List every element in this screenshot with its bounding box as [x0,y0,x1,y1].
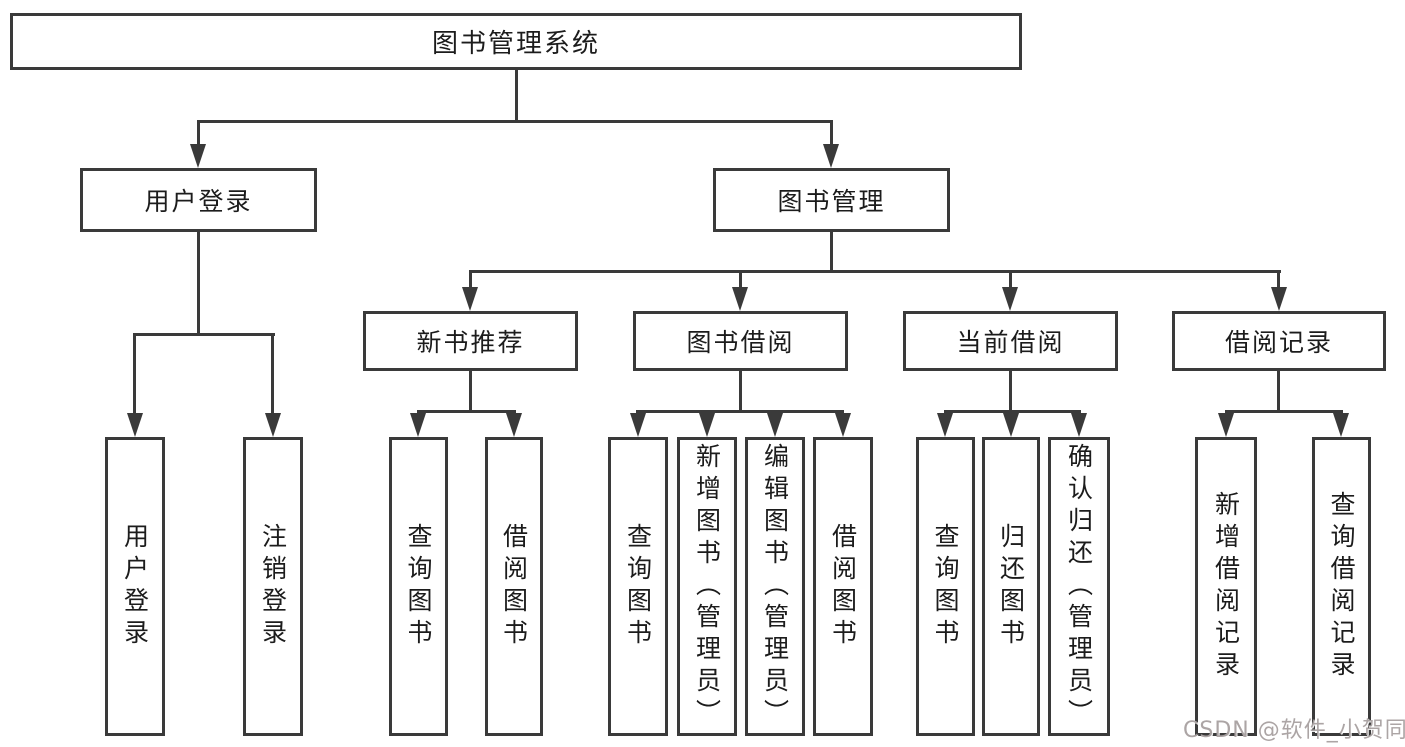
connector-line [197,120,200,148]
arrow-down-icon [1333,413,1349,437]
connector-line [417,410,516,413]
connector-line [636,410,844,413]
node-label: 图书管理 [777,187,886,216]
arrow-down-icon [1218,413,1234,437]
leaf-label: 注销登录 [258,522,288,651]
node-label: 新书推荐 [416,328,525,357]
node-label: 用户登录 [144,187,253,216]
connector-line [739,270,742,290]
leaf-return-books: 归还图书 [982,437,1040,736]
connector-line [469,371,472,412]
leaf-query-borrow-record: 查询借阅记录 [1312,437,1371,736]
connector-line [1277,270,1280,290]
node-label: 图书管理系统 [431,29,600,59]
leaf-query-books-current: 查询图书 [916,437,975,736]
arrow-down-icon [1071,413,1087,437]
node-book-borrowing: 图书借阅 [633,311,848,371]
arrow-down-icon [1002,287,1018,311]
leaf-edit-book-admin: 编辑图书（管理员） [745,437,805,736]
arrow-down-icon [462,287,478,311]
leaf-label: 编辑图书（管理员） [760,442,790,731]
arrow-down-icon [265,413,281,437]
arrow-down-icon [1003,413,1019,437]
leaf-label: 借阅图书 [828,522,858,651]
node-label: 图书借阅 [686,328,795,357]
leaf-label: 归还图书 [996,522,1026,651]
leaf-confirm-return-admin: 确认归还（管理员） [1048,437,1110,736]
connector-line [830,232,833,272]
node-user-login: 用户登录 [80,168,317,232]
connector-line [271,333,274,415]
leaf-label: 查询图书 [623,522,653,651]
connector-line [1009,371,1012,412]
leaf-label: 确认归还（管理员） [1064,442,1094,731]
leaf-add-book-admin: 新增图书（管理员） [677,437,737,736]
arrow-down-icon [410,413,426,437]
connector-line [830,120,833,148]
node-book-management: 图书管理 [713,168,950,232]
connector-line [1277,371,1280,412]
leaf-label: 借阅图书 [499,522,529,651]
node-root-system: 图书管理系统 [10,13,1022,70]
connector-line [515,70,518,120]
leaf-label: 新增借阅记录 [1211,490,1241,683]
connector-line [197,232,200,335]
node-label: 借阅记录 [1224,328,1333,357]
connector-line [1225,410,1343,413]
arrow-down-icon [767,413,783,437]
arrow-down-icon [630,413,646,437]
leaf-user-login: 用户登录 [105,437,165,736]
leaf-label: 用户登录 [120,522,150,651]
arrow-down-icon [823,144,839,168]
leaf-borrow-books-newbook: 借阅图书 [485,437,543,736]
leaf-borrow-books-borrow: 借阅图书 [813,437,873,736]
leaf-query-books-borrow: 查询图书 [608,437,668,736]
node-borrowing-records: 借阅记录 [1172,311,1386,371]
arrow-down-icon [835,413,851,437]
leaf-query-books-newbook: 查询图书 [389,437,448,736]
node-current-borrowing: 当前借阅 [903,311,1118,371]
arrow-down-icon [1271,287,1287,311]
leaf-label: 新增图书（管理员） [692,442,722,731]
leaf-label: 查询借阅记录 [1327,490,1356,683]
arrow-down-icon [127,413,143,437]
connector-line [1009,270,1012,290]
leaf-label: 查询图书 [931,522,960,651]
arrow-down-icon [937,413,953,437]
connector-line [739,371,742,412]
arrow-down-icon [190,144,206,168]
leaf-logout-login: 注销登录 [243,437,303,736]
connector-line [469,270,1281,273]
connector-line [133,333,136,415]
leaf-add-borrow-record: 新增借阅记录 [1195,437,1257,736]
leaf-label: 查询图书 [404,522,433,651]
connector-line [133,333,275,336]
arrow-down-icon [732,287,748,311]
arrow-down-icon [699,413,715,437]
connector-line [469,270,472,290]
connector-line [944,410,1081,413]
node-new-book-recommendation: 新书推荐 [363,311,578,371]
node-label: 当前借阅 [956,328,1065,357]
arrow-down-icon [506,413,522,437]
watermark: CSDN @软件_小贺同学 [1183,718,1405,743]
connector-line [197,120,833,123]
